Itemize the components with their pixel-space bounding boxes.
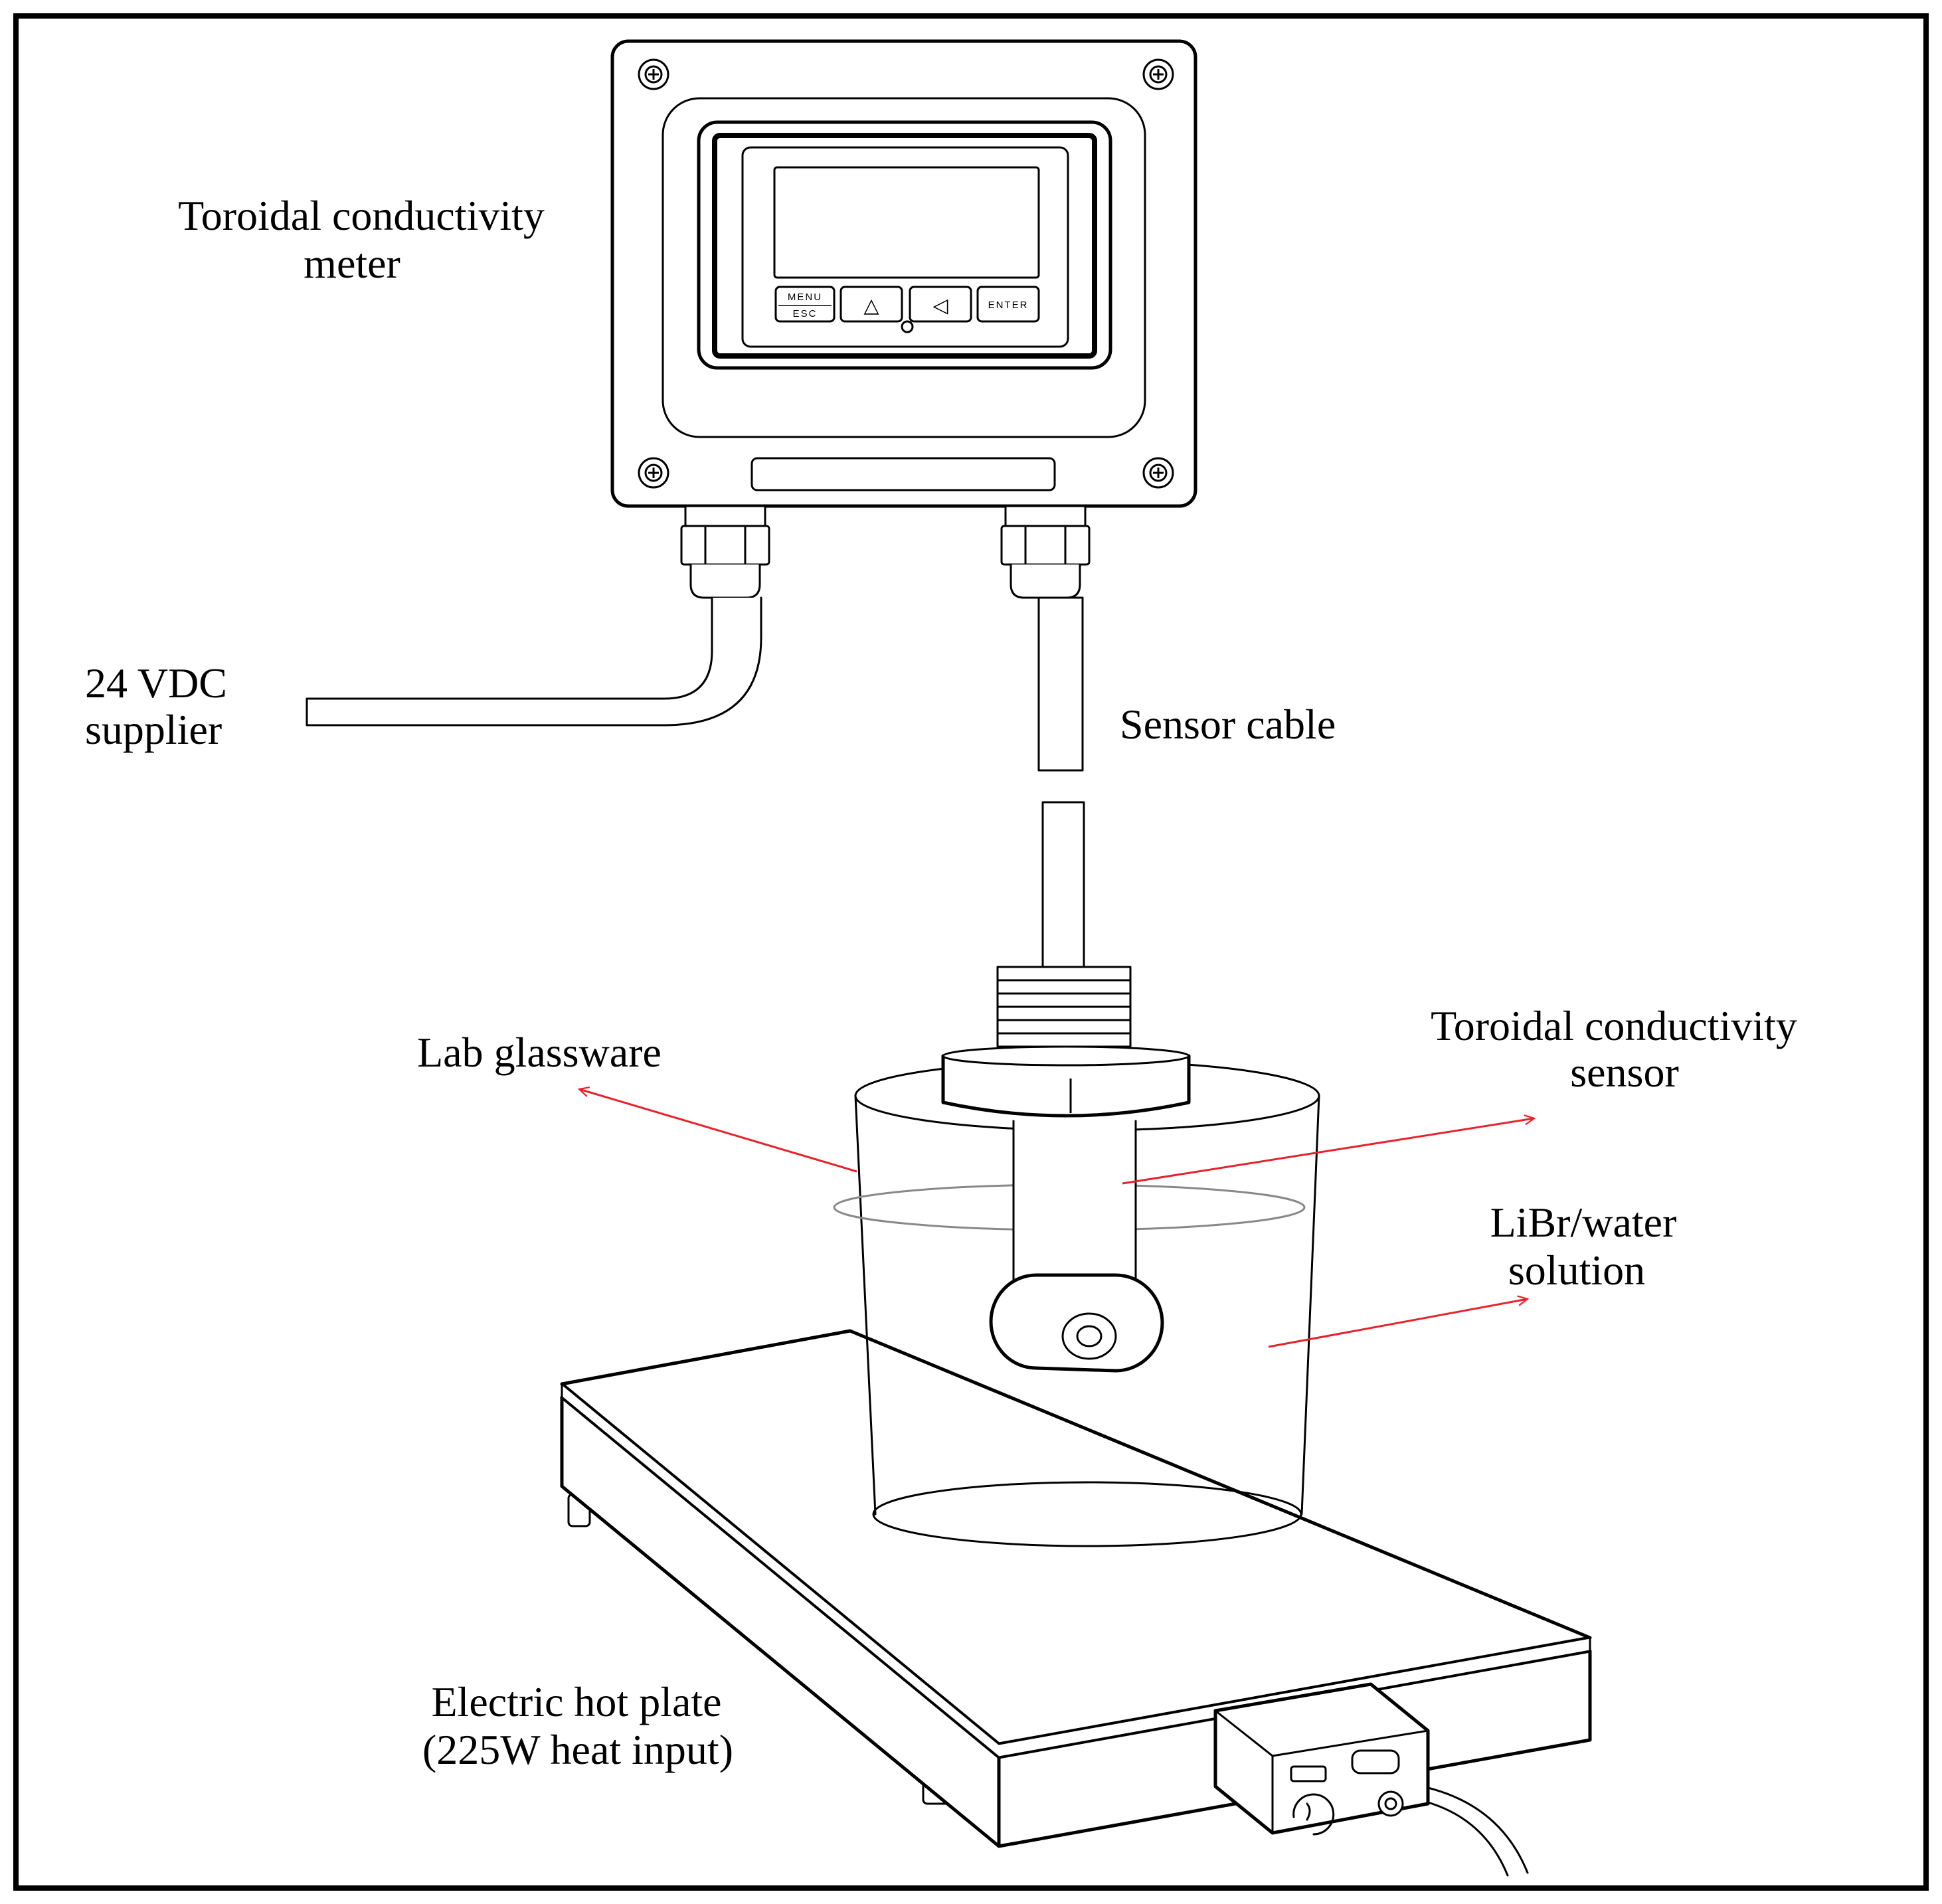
hotplate-label-line1: Electric hot plate [431,1678,721,1725]
callout-arrows [579,1089,1534,1348]
meter-label-line1: Toroidal conductivity [178,192,545,239]
supply-label-line1: 24 VDC [85,659,227,707]
screw-icon [1142,457,1174,489]
cord-socket-icon [1377,1790,1404,1817]
cable-gland-left [680,505,770,599]
solution-label-line1: LiBr/water [1490,1199,1677,1246]
hotplate-power-cord [1427,1786,1529,1874]
enter-button[interactable]: ENTER [976,286,1040,323]
glassware-arrow [579,1089,857,1173]
left-arrow-icon: ◁ [932,294,948,317]
screw-icon [638,58,669,90]
power-switch-icon[interactable] [1351,1749,1400,1774]
sensor-cable-upper [1037,596,1084,772]
enter-key-label: ENTER [988,300,1029,311]
up-button[interactable]: △ [839,286,903,323]
screw-icon [1142,58,1174,90]
supply-label-line2: supplier [85,706,222,753]
indicator-light-icon [1290,1765,1327,1782]
menu-key-label: MENU [788,292,822,303]
label-plate [750,457,1056,491]
toroidal-sensor [941,966,1191,1373]
up-arrow-icon: △ [863,294,879,317]
hotplate-label-line2: (225W heat input) [422,1726,733,1773]
sensor-label-line2: sensor [1570,1049,1679,1096]
meter-label-line2: meter [304,240,400,287]
status-led-icon [901,320,914,333]
meter-display [773,166,1040,279]
menu-esc-button[interactable]: MENU ESC [774,286,836,323]
conductivity-meter: MENU ESC △ ◁ ENTER [610,39,1197,508]
cable-gland-right [1000,505,1091,599]
glassware-label: Lab glassware [417,1029,662,1076]
screw-icon [638,457,669,489]
figure-border [13,13,1929,1891]
solution-arrow [1268,1299,1528,1348]
power-cable [306,596,762,727]
esc-key-label: ESC [793,308,818,319]
sensor-label-line1: Toroidal conductivity [1431,1002,1797,1049]
hot-plate [560,1329,1592,1877]
sensor-arrow [1122,1118,1534,1185]
knob-icon[interactable] [1292,1793,1335,1836]
solution-label-line2: solution [1508,1247,1645,1294]
sensor-cable-label: Sensor cable [1120,701,1336,748]
left-button[interactable]: ◁ [909,286,972,323]
sensor-cable-lower [1041,801,1085,970]
